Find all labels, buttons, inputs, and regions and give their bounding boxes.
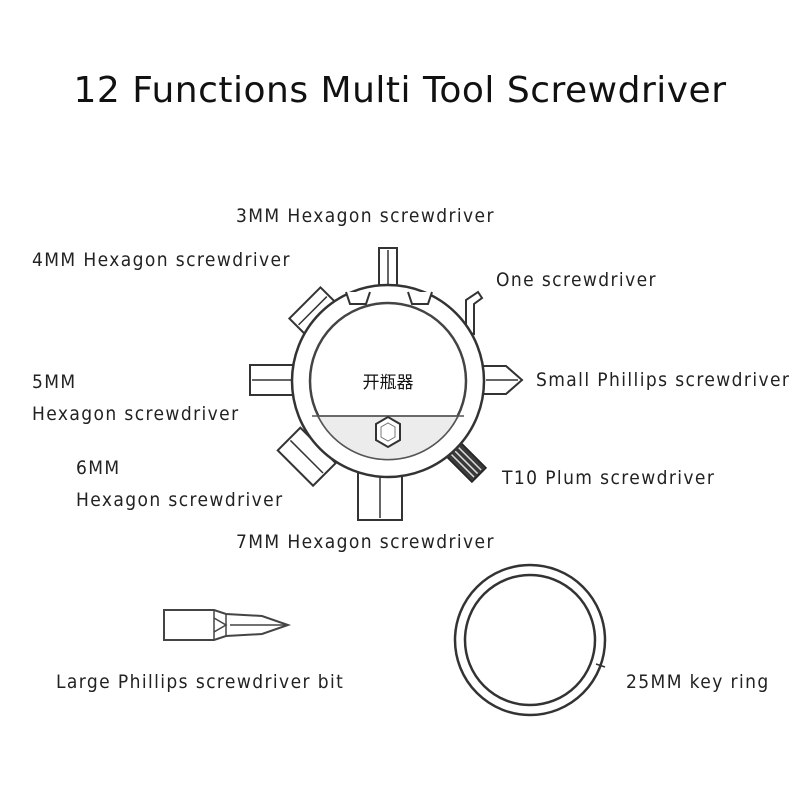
- key-ring-inner: [463, 573, 597, 707]
- label-small-phillips: Small Phillips screwdriver: [536, 369, 791, 391]
- label-3mm-hexagon: 3MM Hexagon screwdriver: [236, 205, 495, 227]
- label-large-phillips-bit: Large Phillips screwdriver bit: [56, 671, 345, 693]
- label-4mm-hexagon: 4MM Hexagon screwdriver: [32, 249, 291, 271]
- key-ring-outer: [453, 563, 607, 717]
- label-6mm-hexagon: Hexagon screwdriver: [76, 489, 284, 511]
- hex-socket-icon: [375, 415, 401, 449]
- label-one-screwdriver: One screwdriver: [496, 269, 657, 291]
- one-screwdriver-blade: [465, 290, 484, 336]
- label-5mm-hexagon: Hexagon screwdriver: [32, 403, 240, 425]
- label-t10-plum: T10 Plum screwdriver: [502, 467, 716, 489]
- label-6mm-size: 6MM: [76, 457, 121, 479]
- large-phillips-bit: [163, 609, 292, 641]
- label-5mm-size: 5MM: [32, 371, 77, 393]
- label-7mm-hexagon: 7MM Hexagon screwdriver: [236, 531, 495, 553]
- label-key-ring: 25MM key ring: [626, 671, 770, 693]
- page-title: 12 Functions Multi Tool Screwdriver: [73, 70, 727, 111]
- tool-stamp-text: 开瓶器: [363, 373, 414, 393]
